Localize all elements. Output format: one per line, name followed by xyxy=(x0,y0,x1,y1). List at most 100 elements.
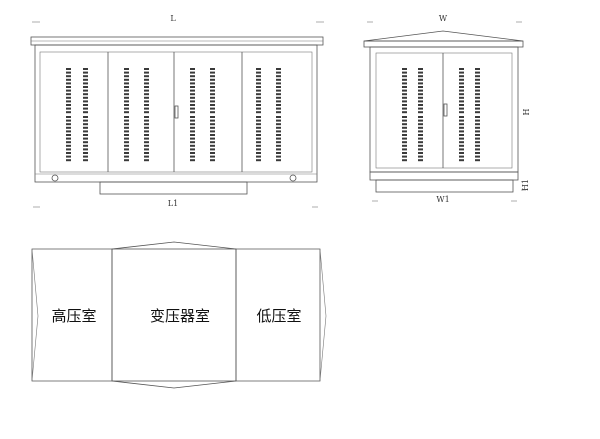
vent-slot xyxy=(418,86,423,88)
vent-slot xyxy=(190,148,195,151)
vent-slot xyxy=(402,82,407,85)
vent-slot xyxy=(124,68,129,70)
vent-slot xyxy=(210,141,215,144)
vent-slot xyxy=(83,159,88,162)
vent-slot xyxy=(459,89,464,92)
vent-slot xyxy=(276,89,281,92)
vent-slot xyxy=(144,141,149,144)
vent-slot xyxy=(418,126,423,129)
vent-slot xyxy=(475,111,480,114)
vent-slot xyxy=(144,86,149,88)
vent-slot xyxy=(256,144,261,147)
vent-slot xyxy=(459,134,464,136)
vent-slot xyxy=(402,86,407,88)
vent-slot xyxy=(83,96,88,99)
plan-door-top xyxy=(111,241,237,250)
vent-slot xyxy=(83,126,88,129)
vent-slot xyxy=(276,144,281,147)
vent-slot xyxy=(190,144,195,147)
vent-slot xyxy=(83,78,88,81)
vent-slot xyxy=(66,75,71,78)
plan-door-bottom xyxy=(111,380,237,389)
vent-slot xyxy=(210,123,215,126)
vent-slot xyxy=(418,137,423,140)
vent-slot xyxy=(83,86,88,88)
vent-slot xyxy=(190,130,195,133)
vent-slot xyxy=(475,144,480,147)
vent-slot xyxy=(256,86,261,88)
vent-slot xyxy=(144,111,149,114)
vent-slot xyxy=(276,68,281,70)
vent-slot xyxy=(190,89,195,92)
vent-slot xyxy=(210,159,215,162)
vent-slot xyxy=(475,107,480,110)
vent-slot xyxy=(276,141,281,144)
vent-slot xyxy=(66,116,71,118)
vent-slot xyxy=(276,123,281,126)
vent-slot xyxy=(190,111,195,114)
vent-slot xyxy=(210,82,215,85)
vent-slot xyxy=(144,78,149,81)
vent-slot xyxy=(190,78,195,81)
vent-slot xyxy=(124,104,129,106)
vent-slot xyxy=(459,96,464,99)
vent-slot xyxy=(190,100,195,103)
vent-slot xyxy=(210,71,215,74)
vent-slot xyxy=(418,82,423,85)
vent-slot xyxy=(475,155,480,158)
vent-slot xyxy=(459,137,464,140)
vent-slot xyxy=(475,126,480,129)
vent-slot xyxy=(475,75,480,78)
front-door-frame xyxy=(39,51,313,173)
vent-slot xyxy=(144,144,149,147)
vent-slot xyxy=(210,144,215,147)
vent-slot xyxy=(124,82,129,85)
vent-slot xyxy=(276,116,281,118)
vent-slot xyxy=(66,134,71,136)
vent-slot xyxy=(190,82,195,85)
vent-slot xyxy=(83,82,88,85)
vent-slot xyxy=(124,126,129,129)
vent-slot xyxy=(190,159,195,162)
vent-slot xyxy=(144,82,149,85)
vent-slot xyxy=(210,126,215,129)
vent-slot xyxy=(144,148,149,151)
vent-slot xyxy=(190,96,195,99)
vent-slot xyxy=(83,148,88,151)
vent-slot xyxy=(190,86,195,88)
vent-slot xyxy=(256,134,261,136)
vent-slot xyxy=(475,68,480,70)
vent-slot xyxy=(144,96,149,99)
vent-slot xyxy=(83,155,88,158)
vent-slot xyxy=(83,137,88,140)
vent-slot xyxy=(190,75,195,78)
vent-slot xyxy=(459,130,464,133)
vent-slot xyxy=(475,86,480,88)
vent-slot xyxy=(276,71,281,74)
vent-slot xyxy=(459,78,464,81)
vent-slot xyxy=(256,100,261,103)
door-handle-icon xyxy=(443,103,448,117)
vent-slot xyxy=(459,141,464,144)
vent-slot xyxy=(418,93,423,96)
vent-slot xyxy=(190,71,195,74)
vent-slot xyxy=(459,159,464,162)
vent-slot xyxy=(402,155,407,158)
vent-slot xyxy=(190,155,195,158)
vent-slot xyxy=(475,123,480,126)
vent-slot xyxy=(475,96,480,99)
vent-slot xyxy=(256,68,261,70)
vent-slot xyxy=(144,152,149,154)
room-label-lv: 低压室 xyxy=(256,307,301,325)
vent-slot xyxy=(276,119,281,122)
vent-slot xyxy=(83,111,88,114)
vent-slot xyxy=(475,119,480,122)
vent-slot xyxy=(124,111,129,114)
vent-slot xyxy=(124,123,129,126)
vent-slot xyxy=(144,93,149,96)
vent-slot xyxy=(402,130,407,133)
vent-slot xyxy=(418,89,423,92)
front-vents xyxy=(66,68,281,162)
side-view: W H H1 W1 xyxy=(363,14,531,204)
vent-slot xyxy=(210,93,215,96)
